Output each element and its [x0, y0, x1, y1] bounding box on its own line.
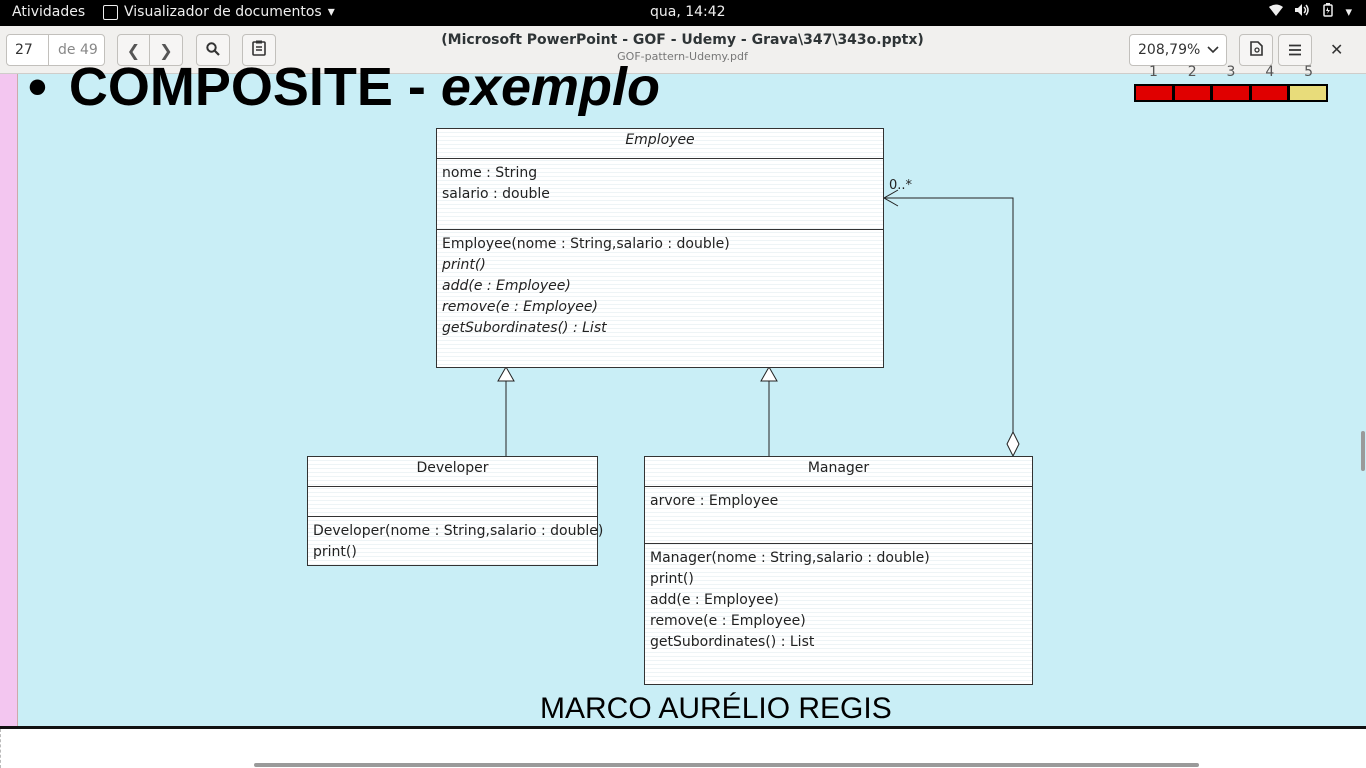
multiplicity-label: 0..*: [889, 178, 913, 193]
progress-box: [1136, 86, 1172, 100]
slide-left-margin: [0, 74, 18, 726]
class-name: Developer: [308, 457, 597, 487]
app-menu[interactable]: Visualizador de documentos ▾: [103, 4, 335, 20]
uml-class-employee: Employee nome : String salario : double …: [436, 128, 884, 368]
method: add(e : Employee): [650, 592, 779, 608]
method: print(): [442, 257, 486, 273]
class-methods: Developer(nome : String,salario : double…: [308, 517, 604, 567]
bullet-icon: •: [28, 57, 47, 117]
method: remove(e : Employee): [442, 299, 598, 315]
search-icon: [206, 41, 220, 60]
chevron-down-icon: ▾: [327, 4, 335, 20]
clipboard-icon: [252, 40, 266, 60]
method: print(): [313, 544, 357, 560]
page-number-input[interactable]: [7, 35, 49, 65]
progress-boxes: [1134, 84, 1328, 102]
document-filename: GOF-pattern-Udemy.pdf: [617, 50, 748, 63]
next-page-button[interactable]: ❯: [150, 35, 182, 65]
hamburger-menu-icon: [1288, 41, 1302, 60]
uml-class-manager: Manager arvore : Employee Manager(nome :…: [644, 456, 1033, 685]
page-selector: de 49: [6, 34, 105, 66]
document-title-area: (Microsoft PowerPoint - GOF - Udemy - Gr…: [400, 32, 965, 63]
slide-title-italic: exemplo: [440, 57, 661, 117]
method: add(e : Employee): [442, 278, 571, 294]
progress-box: [1290, 86, 1326, 100]
document-icon: [1249, 40, 1263, 60]
slide-title: • COMPOSITE - exemplo: [28, 56, 660, 118]
class-attributes: arvore : Employee: [645, 487, 1032, 544]
vertical-scrollbar[interactable]: [1361, 431, 1365, 471]
system-tray[interactable]: ▾: [1269, 3, 1352, 21]
method: Manager(nome : String,salario : double): [650, 550, 930, 566]
page-separator: [0, 726, 1366, 729]
gnome-top-bar: Atividades Visualizador de documentos ▾ …: [0, 0, 1366, 26]
next-page-preview: [0, 729, 1366, 768]
developer-generalization: [497, 365, 515, 456]
slide-title-text: COMPOSITE -: [68, 57, 441, 117]
horizontal-scrollbar[interactable]: [254, 763, 1199, 767]
attribute: nome : String: [442, 165, 538, 181]
page-total: de 49: [58, 42, 98, 58]
attribute: arvore : Employee: [650, 493, 779, 509]
zoom-selector[interactable]: 208,79%: [1129, 34, 1227, 66]
chevron-down-icon: ▾: [1345, 4, 1352, 20]
close-icon: ✕: [1330, 40, 1344, 59]
zoom-value: 208,79%: [1138, 42, 1201, 58]
sidebar-toggle-button[interactable]: [242, 34, 276, 66]
class-name: Manager: [645, 457, 1032, 487]
header-bar: de 49 ❮ ❯ (Microsoft PowerPoint - GOF - …: [0, 26, 1366, 74]
page-navigation: ❮ ❯: [117, 34, 183, 66]
attribute: salario : double: [442, 186, 550, 202]
close-window-button[interactable]: ✕: [1330, 40, 1343, 59]
method: remove(e : Employee): [650, 613, 806, 629]
chevron-right-icon: ❯: [159, 40, 173, 60]
method: Employee(nome : String,salario : double): [442, 236, 730, 252]
progress-box: [1174, 86, 1211, 100]
class-name: Employee: [437, 129, 883, 159]
method: Developer(nome : String,salario : double…: [313, 523, 604, 539]
search-button[interactable]: [196, 34, 230, 66]
progress-box: [1213, 86, 1249, 100]
clock[interactable]: qua, 14:42: [650, 4, 726, 20]
volume-icon: [1295, 4, 1311, 20]
document-properties-button[interactable]: [1239, 34, 1273, 66]
chevron-left-icon: ❮: [126, 40, 141, 60]
app-name: Visualizador de documentos: [124, 4, 322, 20]
wifi-icon: [1269, 4, 1284, 20]
menu-button[interactable]: [1278, 34, 1312, 66]
document-title: (Microsoft PowerPoint - GOF - Udemy - Gr…: [441, 32, 924, 48]
method: print(): [650, 571, 694, 587]
class-attributes: nome : String salario : double: [437, 159, 883, 230]
class-attributes: [308, 487, 597, 517]
class-methods: Employee(nome : String,salario : double)…: [437, 230, 883, 343]
battery-icon: [1323, 3, 1334, 21]
document-viewer-icon: [103, 4, 118, 20]
method: getSubordinates() : List: [650, 634, 815, 650]
chevron-down-icon: [1207, 40, 1219, 62]
activities-button[interactable]: Atividades: [12, 4, 86, 20]
uml-relationships: [497, 189, 1020, 458]
manager-generalization: [760, 365, 778, 456]
previous-page-button[interactable]: ❮: [118, 35, 151, 65]
progress-box: [1251, 86, 1288, 100]
class-methods: Manager(nome : String,salario : double) …: [645, 544, 1032, 657]
manager-aggregation: [882, 189, 1020, 458]
slide-footer-author: MARCO AURÉLIO REGIS: [540, 692, 892, 725]
method: getSubordinates() : List: [442, 320, 607, 336]
uml-class-developer: Developer Developer(nome : String,salari…: [307, 456, 604, 567]
